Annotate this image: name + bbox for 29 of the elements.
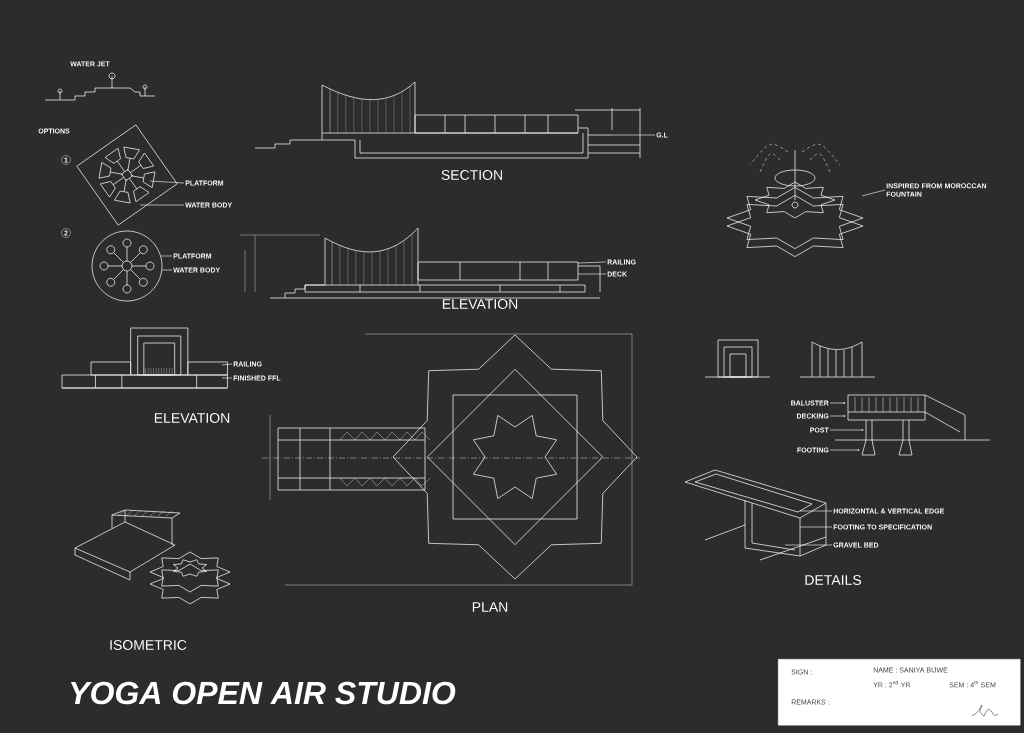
- platform-option-drawing: [76, 124, 178, 226]
- leader-line: [829, 429, 864, 431]
- leader-line: [829, 402, 846, 404]
- leader-line: [611, 134, 656, 136]
- leader-line: [829, 449, 860, 451]
- leader-line: [160, 255, 173, 257]
- platform-option-drawing: [91, 230, 163, 302]
- leader-line: [577, 273, 607, 275]
- elevation-drawing: [61, 327, 228, 389]
- deck-detail-drawing: [834, 394, 991, 456]
- view-title: ISOMETRIC: [110, 640, 187, 650]
- leader-line: [221, 377, 233, 379]
- section-drawing: [254, 81, 641, 159]
- leader-line: [149, 180, 185, 184]
- leader-line: [784, 544, 833, 546]
- leader-line: [829, 415, 846, 417]
- leader-line: [861, 189, 886, 197]
- fountain-drawing: [726, 143, 864, 257]
- leader-line: [799, 510, 833, 512]
- view-title: ELEVATION: [442, 299, 518, 309]
- leader-line: [221, 363, 233, 366]
- elevation-drawing: [239, 227, 601, 299]
- leader-line: [577, 261, 607, 264]
- leader-line: [139, 204, 185, 206]
- view-title: PLAN: [472, 602, 508, 612]
- sheet-title: YOGA OPEN AIR STUDIO: [70, 681, 456, 705]
- pond-detail-drawing: [684, 469, 827, 561]
- leader-line: [161, 269, 173, 271]
- leader-line: [799, 526, 833, 528]
